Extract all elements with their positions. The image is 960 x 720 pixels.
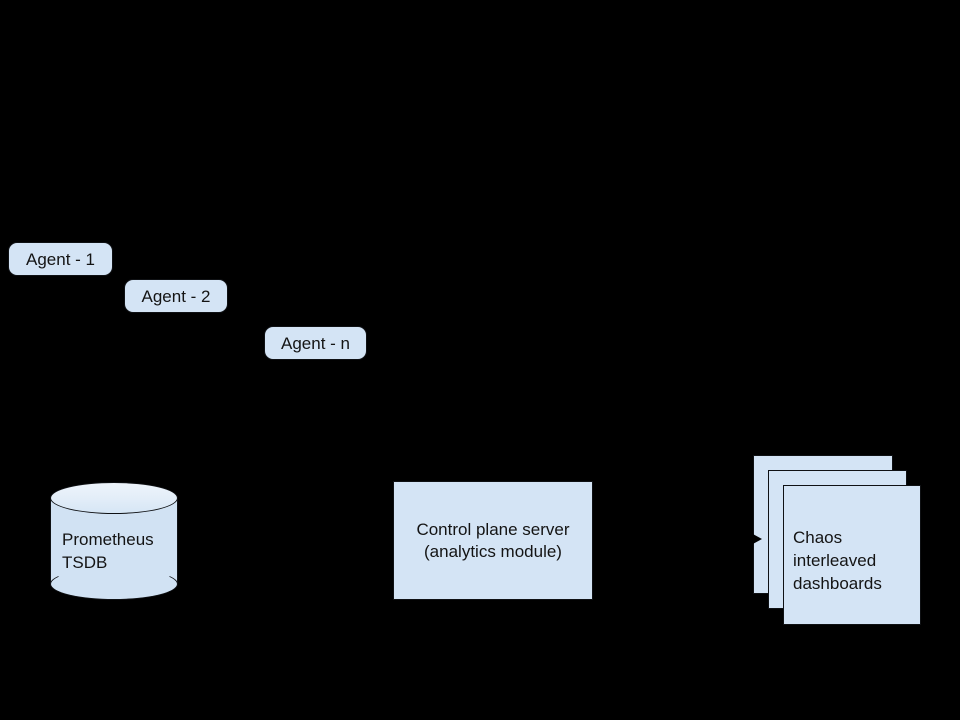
node-agent-n-label: Agent - n (281, 333, 350, 353)
node-control-plane-server-label-line2: (analytics module) (424, 541, 562, 561)
node-chaos-interleaved-dashboards-label-line1: Chaos (793, 528, 843, 547)
node-chaos-interleaved-dashboards[interactable]: Chaos interleaved dashboards (753, 455, 921, 625)
node-chaos-interleaved-dashboards-label-line3: dashboards (793, 574, 882, 593)
node-control-plane-server-label-line1: Control plane server (416, 519, 570, 539)
node-prometheus-tsdb-label-line1: Prometheus (62, 530, 154, 549)
node-prometheus-tsdb-label: Prometheus TSDB (62, 528, 154, 574)
connector-server-to-dashboards (593, 541, 751, 542)
node-prometheus-tsdb[interactable]: Prometheus TSDB (50, 482, 178, 600)
node-agent-1[interactable]: Agent - 1 (8, 242, 113, 276)
node-chaos-interleaved-dashboards-label: Chaos interleaved dashboards (793, 526, 882, 595)
node-agent-2[interactable]: Agent - 2 (124, 279, 228, 313)
cylinder-bottom-ellipse (50, 568, 178, 600)
node-control-plane-server-label: Control plane server (analytics module) (416, 519, 569, 563)
node-agent-n[interactable]: Agent - n (264, 326, 367, 360)
dashboard-sheet-front (783, 485, 921, 625)
node-agent-1-label: Agent - 1 (26, 249, 95, 269)
node-agent-2-label: Agent - 2 (141, 286, 211, 306)
node-chaos-interleaved-dashboards-label-line2: interleaved (793, 551, 877, 570)
node-prometheus-tsdb-label-line2: TSDB (62, 553, 108, 572)
node-control-plane-server[interactable]: Control plane server (analytics module) (393, 481, 593, 600)
arrowhead-server-to-dashboards (751, 533, 762, 545)
cylinder-top-ellipse (50, 482, 178, 514)
